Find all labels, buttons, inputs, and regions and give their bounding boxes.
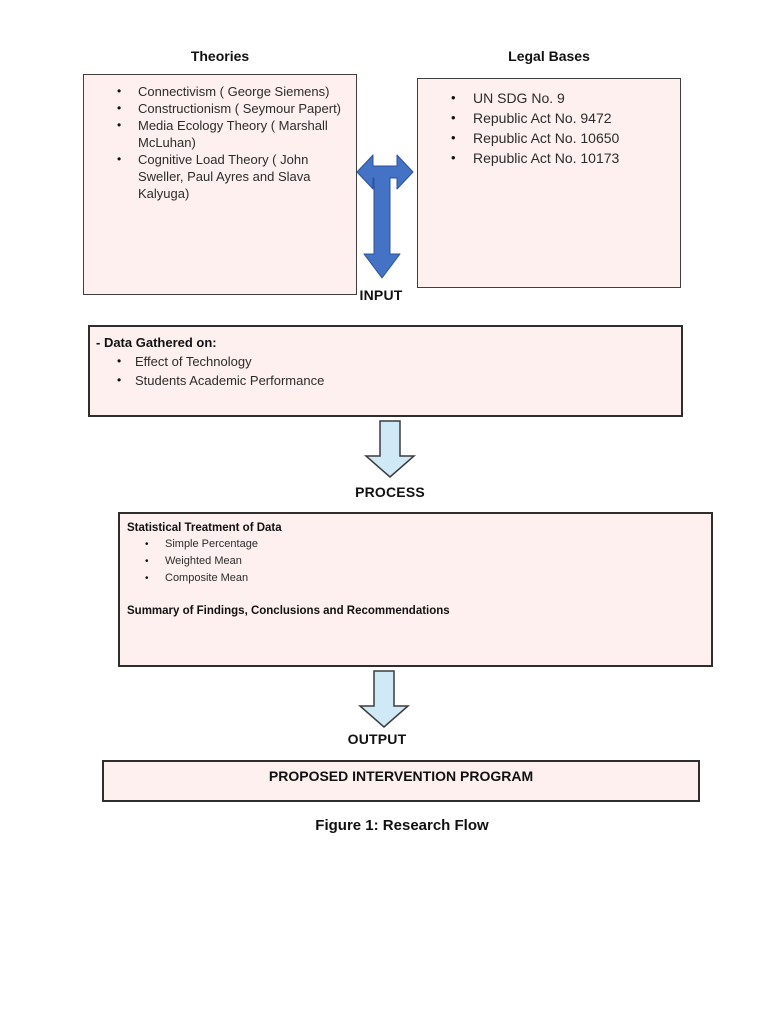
theory-item-text: Constructionism ( Seymour Papert)	[138, 101, 342, 116]
bullet-icon: •	[117, 373, 122, 387]
legal-list-item: • Republic Act No. 10173	[418, 148, 674, 168]
bullet-icon: •	[451, 90, 456, 105]
output-box-text: PROPOSED INTERVENTION PROGRAM	[268, 768, 534, 784]
legal-bases-title: Legal Bases	[508, 48, 590, 64]
output-box: PROPOSED INTERVENTION PROGRAM	[102, 760, 700, 802]
input-item-text: Students Academic Performance	[135, 373, 325, 388]
bullet-icon: •	[451, 110, 456, 125]
input-heading: - Data Gathered on:	[96, 335, 217, 350]
bullet-icon: •	[117, 84, 122, 98]
theories-legal-bidirectional-down-arrow-icon	[356, 154, 414, 279]
process-list-item: • Weighted Mean	[127, 553, 703, 570]
input-list-item: • Effect of Technology	[96, 352, 673, 371]
legal-item-text: Republic Act No. 9472	[473, 110, 612, 126]
bullet-icon: •	[117, 101, 122, 115]
bullet-icon: •	[451, 150, 456, 165]
input-item-text: Effect of Technology	[135, 354, 252, 369]
bullet-icon: •	[451, 130, 456, 145]
process-summary: Summary of Findings, Conclusions and Rec…	[127, 605, 450, 617]
legal-list-item: • Republic Act No. 9472	[418, 108, 674, 128]
process-label: PROCESS	[355, 484, 425, 500]
figure-caption: Figure 1: Research Flow	[315, 817, 489, 834]
process-heading: Statistical Treatment of Data	[127, 522, 282, 534]
theory-list-item: • Media Ecology Theory ( Marshall McLuha…	[84, 117, 348, 151]
legal-item-text: Republic Act No. 10173	[473, 150, 620, 166]
input-box: - Data Gathered on: • Effect of Technolo…	[88, 325, 683, 417]
process-list-item: • Composite Mean	[127, 570, 703, 587]
legal-item-text: UN SDG No. 9	[473, 90, 565, 106]
theory-list-item: • Connectivism ( George Siemens)	[84, 83, 348, 100]
theories-title: Theories	[190, 48, 250, 64]
theory-item-text: Cognitive Load Theory ( John Sweller, Pa…	[138, 152, 311, 201]
bullet-icon: •	[145, 573, 149, 584]
legal-bases-box: • UN SDG No. 9 • Republic Act No. 9472 •…	[417, 78, 681, 288]
theory-list-item: • Cognitive Load Theory ( John Sweller, …	[84, 151, 348, 202]
legal-list-item: • Republic Act No. 10650	[418, 128, 674, 148]
bullet-icon: •	[117, 118, 122, 132]
process-list-item: • Simple Percentage	[127, 536, 703, 553]
theory-list-item: • Constructionism ( Seymour Papert)	[84, 100, 348, 117]
theory-item-text: Media Ecology Theory ( Marshall McLuhan)	[138, 118, 328, 150]
input-label: INPUT	[359, 287, 403, 303]
process-box: Statistical Treatment of Data • Simple P…	[118, 512, 713, 667]
down-arrow-icon	[364, 420, 416, 478]
process-item-text: Composite Mean	[165, 572, 249, 584]
theories-box: • Connectivism ( George Siemens) • Const…	[83, 74, 357, 295]
process-item-text: Weighted Mean	[165, 555, 242, 567]
bullet-icon: •	[117, 354, 122, 368]
bullet-icon: •	[145, 539, 149, 550]
output-label: OUTPUT	[347, 731, 407, 747]
bullet-icon: •	[145, 556, 149, 567]
process-item-text: Simple Percentage	[165, 538, 258, 550]
legal-item-text: Republic Act No. 10650	[473, 130, 620, 146]
down-arrow-icon	[358, 670, 410, 728]
input-list-item: • Students Academic Performance	[96, 371, 673, 390]
theory-item-text: Connectivism ( George Siemens)	[138, 84, 330, 99]
bullet-icon: •	[117, 152, 122, 166]
legal-list-item: • UN SDG No. 9	[418, 88, 674, 108]
